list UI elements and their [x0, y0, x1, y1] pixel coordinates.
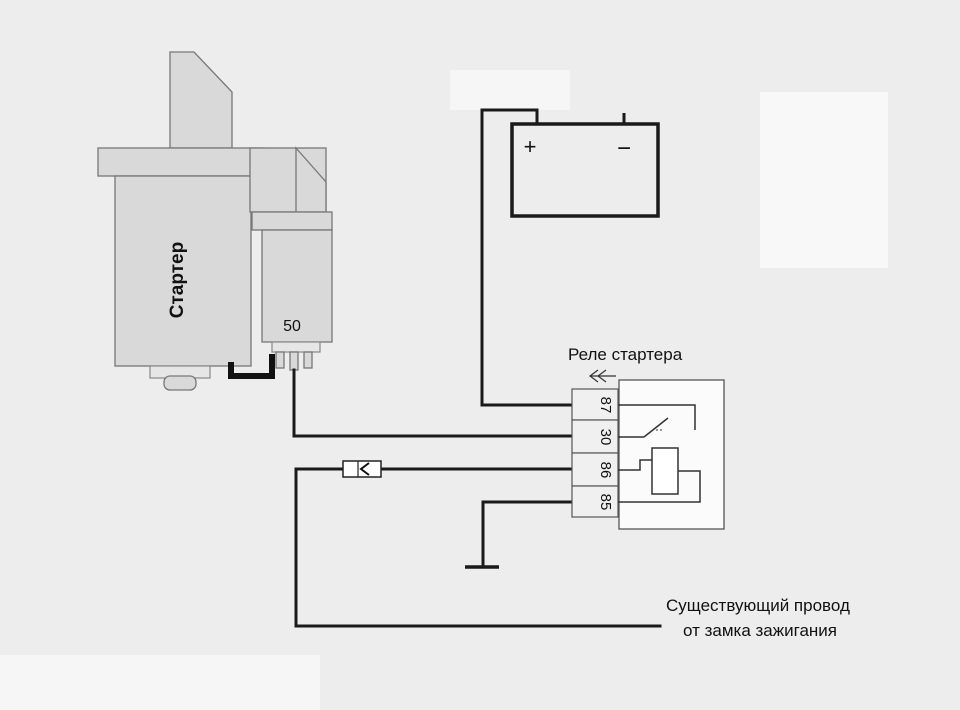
wire-terminal-50-to-pin-30	[292, 368, 574, 438]
svg-text:86: 86	[597, 462, 614, 479]
relay-arrows-icon	[589, 369, 616, 383]
relay-pin-86: 86	[571, 452, 619, 487]
wire-connector	[342, 460, 382, 478]
svg-text:85: 85	[597, 494, 614, 511]
starter-relay: Реле стартера 87 30 86 85	[568, 345, 725, 530]
starter-label: Стартер	[167, 242, 188, 318]
relay-pin-85: 85	[571, 485, 619, 518]
starter-terminal-50-label: 50	[283, 318, 301, 335]
relay-switch-contact	[618, 404, 696, 438]
ignition-wire-note-line2: от замка зажигания	[683, 621, 837, 640]
ignition-wire-note-line1: Существующий провод	[666, 596, 850, 615]
relay-pin-87: 87	[571, 388, 619, 421]
wire-pin-85-to-ground	[481, 500, 574, 568]
relay-title: Реле стартера	[568, 345, 683, 364]
svg-text:30: 30	[597, 429, 614, 446]
relay-pin-30: 30	[571, 419, 619, 454]
starter-ground-strap	[228, 354, 275, 379]
relay-coil	[618, 447, 701, 503]
wire-ignition-to-pin-86	[294, 467, 662, 628]
battery: + −	[510, 110, 660, 218]
battery-plus-sign: +	[524, 134, 537, 159]
starter-motor: Стартер 50	[97, 51, 333, 391]
wire-battery-to-pin-87	[480, 108, 574, 407]
svg-text:87: 87	[597, 397, 614, 414]
battery-minus-sign: −	[617, 135, 631, 162]
